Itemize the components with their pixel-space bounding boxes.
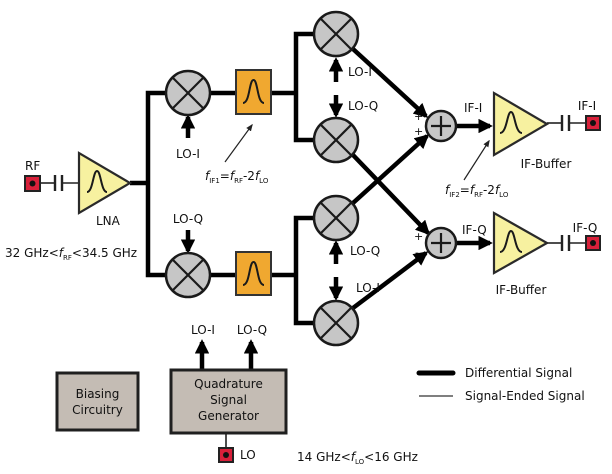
mixer-2-qi-lo-label: LO-I xyxy=(356,281,380,295)
if-q-buffer-amplifier xyxy=(492,211,550,275)
legend-single-ended-label: Signal-Ended Signal xyxy=(465,389,585,403)
mixer-2-qi xyxy=(312,299,360,347)
biasing-line-2: Circuitry xyxy=(72,403,123,417)
summer-if-q xyxy=(424,226,458,260)
if1-filter-q xyxy=(235,251,272,296)
rf-port xyxy=(24,175,41,192)
qsg-line-1: Quadrature xyxy=(194,377,263,391)
mixer-2-iq xyxy=(312,116,360,164)
if-q-port xyxy=(585,235,601,251)
mixer-1-i-lo-label: LO-I xyxy=(176,147,200,161)
biasing-line-1: Biasing xyxy=(76,387,120,401)
legend-differential-label: Differential Signal xyxy=(465,366,572,380)
mixer-1-q-lo-label: LO-Q xyxy=(173,212,203,226)
lna-amplifier xyxy=(77,151,133,215)
mixer-2-ii xyxy=(312,10,360,58)
summer-i-output-label: IF-I xyxy=(464,101,482,115)
rf-capacitor xyxy=(53,175,64,191)
if-i-port-label: IF-I xyxy=(578,99,596,113)
qsg-line-3: Generator xyxy=(198,409,259,423)
mixer-1-q xyxy=(164,251,212,299)
if-q-buffer-label: IF-Buffer xyxy=(496,283,547,297)
if2-pointer-arrow xyxy=(463,139,490,181)
qsg-line-2: Signal xyxy=(210,393,247,407)
summer-q-sign-2: - xyxy=(415,246,419,259)
if2-formula: fIF2=fRF-2fLO xyxy=(445,183,509,199)
summer-i-sign-1: + xyxy=(414,110,423,123)
lna-label: LNA xyxy=(96,214,121,228)
summer-q-output-label: IF-Q xyxy=(462,223,487,237)
summer-if-i xyxy=(424,109,458,143)
rf-label: RF xyxy=(25,159,40,173)
differential-wires xyxy=(130,31,493,370)
qsg-lo-q-label: LO-Q xyxy=(237,323,267,337)
if1-filter-i xyxy=(235,69,272,115)
biasing-circuitry-block: Biasing Circuitry xyxy=(55,371,140,432)
mixer-1-i xyxy=(164,69,212,117)
if-q-port-label: IF-Q xyxy=(573,221,598,235)
if-q-capacitor xyxy=(560,235,571,251)
summer-q-sign-1: + xyxy=(414,230,423,243)
mixer-2-qq-lo-label: LO-Q xyxy=(350,244,380,258)
mixer-2-iq-lo-label: LO-Q xyxy=(348,99,378,113)
lo-port-label: LO xyxy=(240,448,256,462)
quadrature-signal-generator-block: Quadrature Signal Generator xyxy=(169,368,288,435)
summer-i-sign-2: + xyxy=(414,125,423,138)
lo-range-label: 14 GHz<fLO<16 GHz xyxy=(297,450,418,466)
qsg-lo-i-label: LO-I xyxy=(191,323,215,337)
legend: Differential Signal Signal-Ended Signal xyxy=(416,366,585,403)
rf-range-label: 32 GHz<fRF<34.5 GHz xyxy=(5,246,137,262)
mixer-2-ii-lo-label: LO-I xyxy=(348,65,372,79)
if-i-capacitor xyxy=(560,115,571,131)
lo-port xyxy=(218,447,234,463)
if1-formula: fIF1=fRF-2fLO xyxy=(205,169,269,185)
if-i-port xyxy=(585,115,601,131)
if-i-buffer-label: IF-Buffer xyxy=(521,157,572,171)
single-ended-wires xyxy=(40,122,586,448)
if-i-buffer-amplifier xyxy=(492,91,550,157)
mixer-2-qq xyxy=(312,194,360,242)
if1-pointer-arrow xyxy=(224,123,253,163)
